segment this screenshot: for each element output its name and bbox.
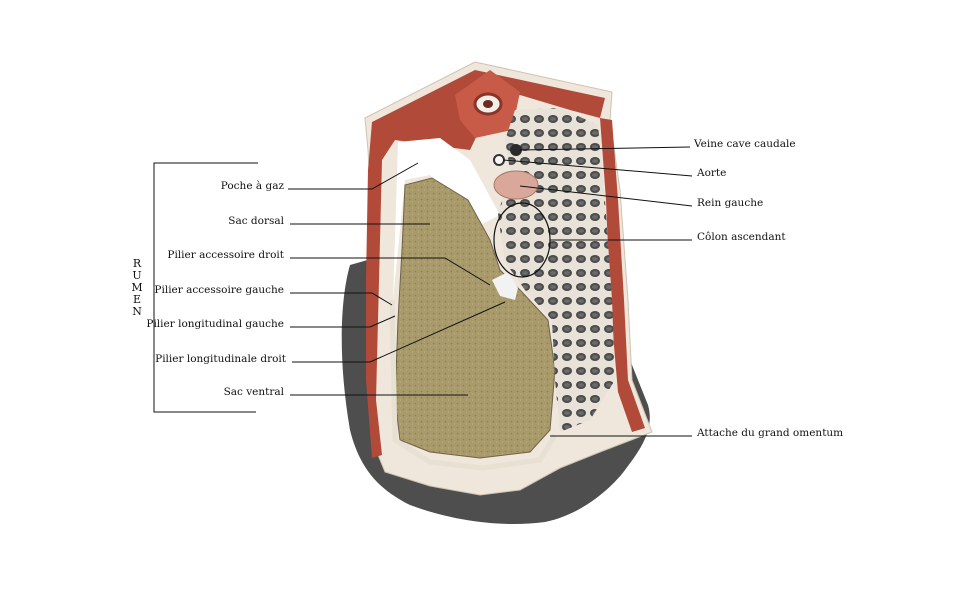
left-kidney bbox=[493, 170, 539, 200]
label-veine-cave-caudale: Veine cave caudale bbox=[693, 138, 796, 150]
label-pilier-longitudinale-droit: Pilier longitudinale droit bbox=[155, 353, 287, 365]
label-sac-ventral: Sac ventral bbox=[224, 386, 285, 398]
rumen-letter: U bbox=[132, 269, 141, 282]
label-aorte: Aorte bbox=[696, 167, 726, 179]
rumen-letter: N bbox=[132, 305, 142, 318]
cross-section-image bbox=[341, 61, 653, 525]
leader-veine-cave-caudale bbox=[519, 146, 691, 151]
leader-aorte bbox=[502, 159, 693, 177]
leader-pilier-accessoire-gauche bbox=[290, 292, 393, 306]
rumen-letter: E bbox=[133, 293, 141, 306]
leader-pilier-longitudinal-gauche bbox=[290, 315, 396, 328]
muscle-wall bbox=[366, 70, 605, 458]
left-labels: Poche à gaz Sac dorsal Pilier accessoire… bbox=[146, 162, 506, 398]
rumen-wall-lining bbox=[389, 299, 558, 471]
label-colon-ascendant: Côlon ascendant bbox=[697, 231, 786, 243]
label-pilier-accessoire-gauche: Pilier accessoire gauche bbox=[154, 284, 284, 296]
leader-rein-gauche bbox=[519, 185, 693, 207]
rumen-letter: M bbox=[131, 281, 142, 294]
leader-poche-a-gaz bbox=[288, 162, 419, 190]
label-poche-a-gaz: Poche à gaz bbox=[221, 180, 285, 192]
rumen-letter: R bbox=[133, 257, 142, 270]
accessory-pillar bbox=[492, 272, 518, 300]
label-attache-grand-omentum: Attache du grand omentum bbox=[696, 427, 843, 439]
leader-pilier-accessoire-droit bbox=[290, 257, 491, 286]
gas-pocket bbox=[393, 138, 500, 300]
caudal-vena-cava bbox=[510, 144, 522, 156]
label-sac-dorsal: Sac dorsal bbox=[228, 215, 284, 227]
right-labels: Veine cave caudale Aorte Rein gauche Côl… bbox=[502, 138, 843, 439]
label-pilier-longitudinal-gauche: Pilier longitudinal gauche bbox=[146, 318, 284, 330]
label-rein-gauche: Rein gauche bbox=[697, 197, 763, 209]
vertebra bbox=[455, 70, 520, 138]
label-pilier-accessoire-droit: Pilier accessoire droit bbox=[167, 249, 284, 261]
aorta bbox=[493, 154, 505, 166]
leader-pilier-longitudinale-droit bbox=[292, 301, 506, 363]
